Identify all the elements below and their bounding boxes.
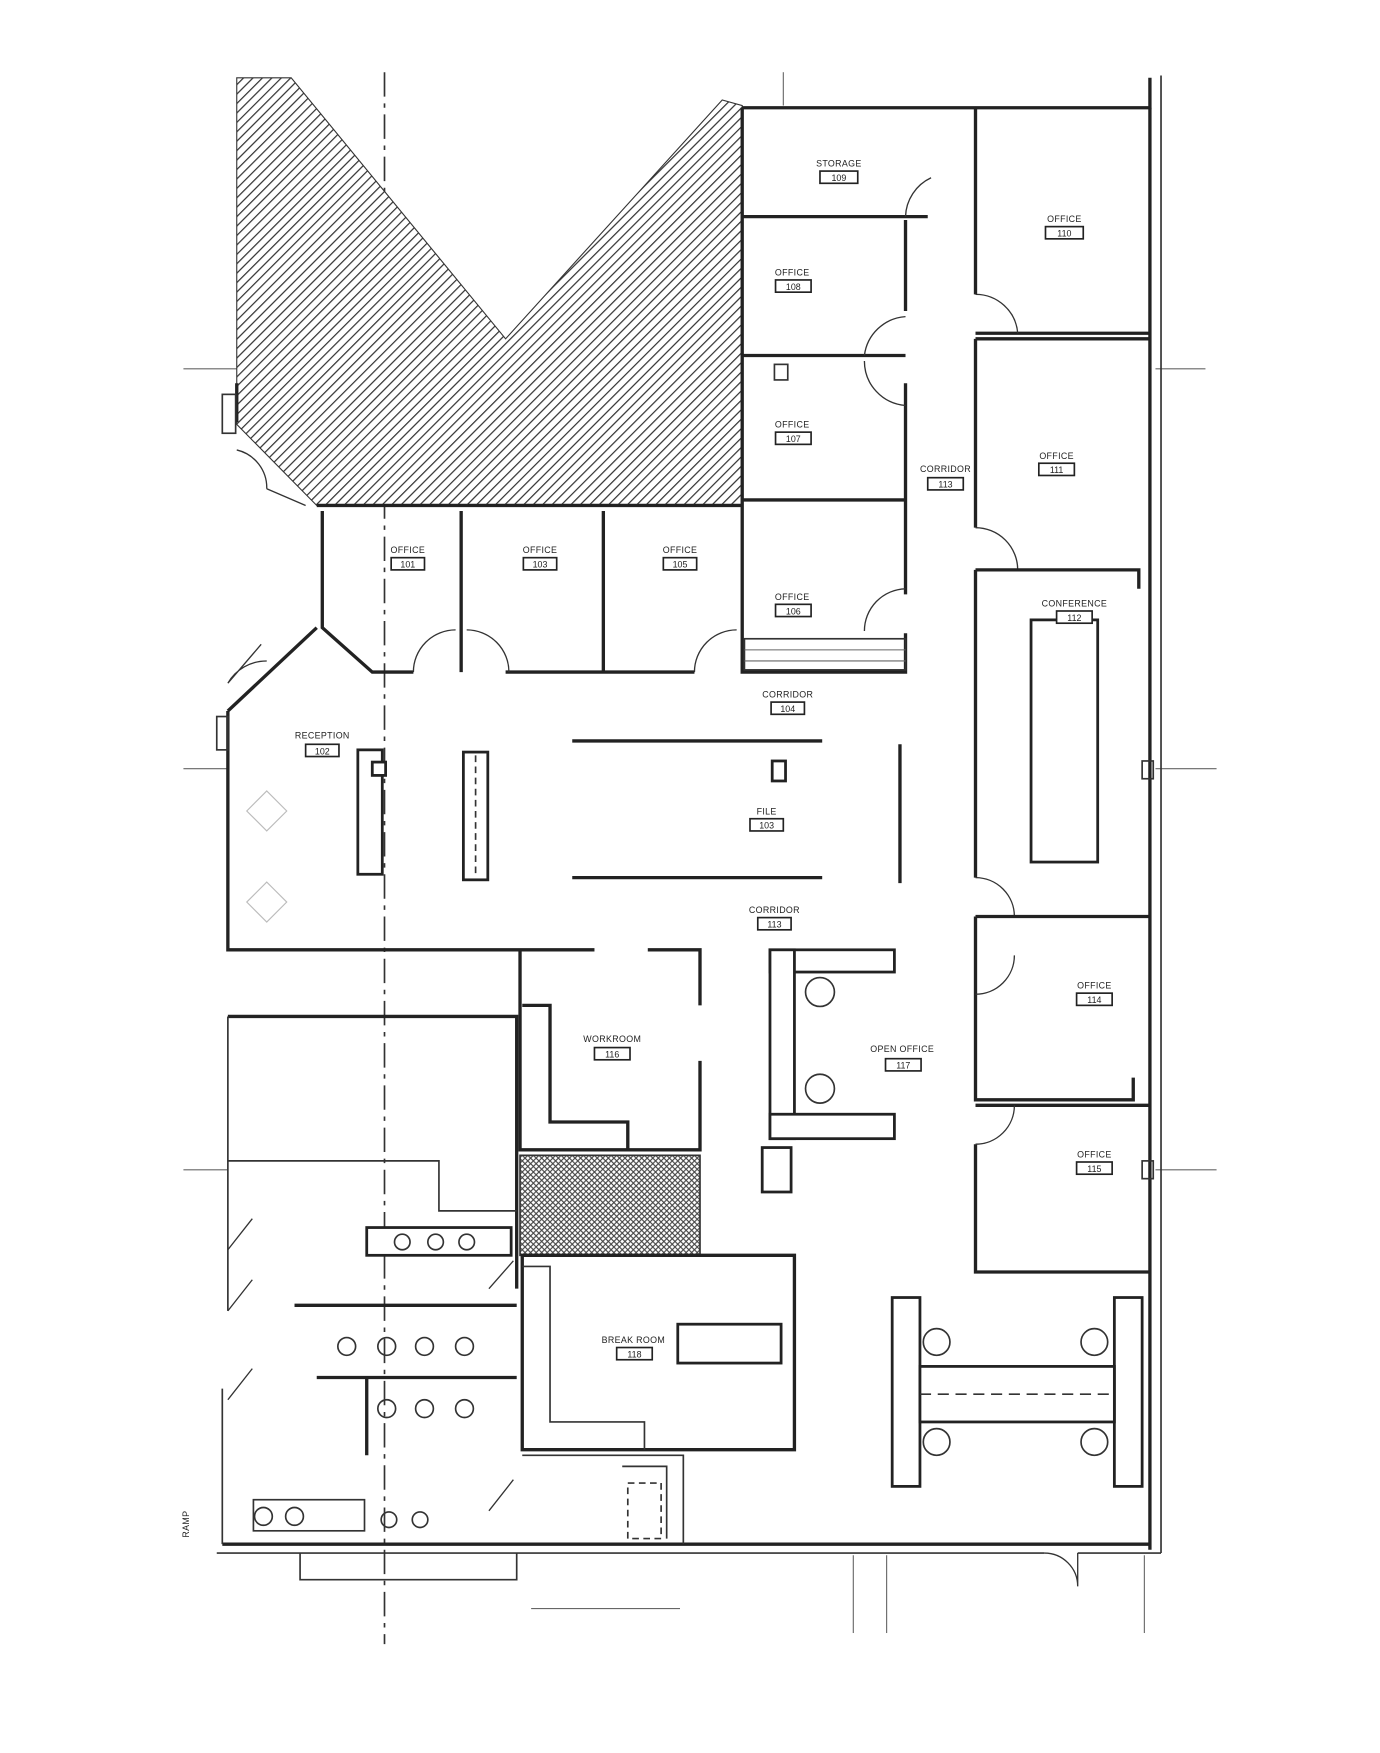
svg-text:103: 103 — [533, 560, 548, 570]
svg-text:CORRIDOR: CORRIDOR — [762, 690, 813, 700]
svg-text:101: 101 — [400, 560, 415, 570]
svg-text:113: 113 — [767, 920, 781, 930]
svg-text:CORRIDOR: CORRIDOR — [749, 905, 800, 915]
svg-text:113: 113 — [938, 480, 952, 490]
svg-text:OFFICE: OFFICE — [775, 268, 810, 278]
room-office-115: OFFICE 115 — [1075, 1150, 1113, 1176]
svg-text:110: 110 — [1057, 229, 1071, 239]
svg-text:106: 106 — [786, 606, 801, 616]
svg-text:CORRIDOR: CORRIDOR — [920, 464, 971, 474]
svg-text:111: 111 — [1050, 465, 1064, 475]
hatched-roof-area — [236, 77, 743, 507]
office-row — [316, 503, 743, 674]
svg-text:109: 109 — [831, 173, 846, 183]
open-office-workstation — [760, 948, 896, 1194]
room-office-row-3: OFFICE 105 — [662, 545, 698, 571]
svg-text:118: 118 — [627, 1350, 641, 1360]
room-office-108: OFFICE 108 — [774, 268, 812, 293]
break-room — [520, 1253, 797, 1545]
room-conference: CONFERENCE 112 — [1042, 599, 1107, 625]
svg-text:OPEN OFFICE: OPEN OFFICE — [870, 1044, 934, 1054]
svg-text:RECEPTION: RECEPTION — [295, 731, 350, 741]
svg-text:OFFICE: OFFICE — [523, 545, 558, 555]
svg-text:WORKROOM: WORKROOM — [583, 1034, 641, 1044]
right-offices — [973, 293, 1155, 1274]
svg-text:STORAGE: STORAGE — [816, 159, 862, 169]
svg-text:FILE: FILE — [757, 806, 777, 816]
office-column — [740, 107, 978, 674]
ramp-label: RAMP — [181, 1511, 191, 1538]
room-open-office: OPEN OFFICE 117 — [870, 1044, 934, 1072]
reception-furniture — [215, 393, 902, 923]
room-office-114: OFFICE 114 — [1075, 981, 1113, 1007]
svg-text:107: 107 — [786, 434, 801, 444]
svg-text:102: 102 — [315, 746, 330, 756]
svg-text:OFFICE: OFFICE — [391, 545, 426, 555]
svg-text:115: 115 — [1087, 1164, 1101, 1174]
svg-text:114: 114 — [1087, 995, 1101, 1005]
hatched-area-small — [519, 1154, 701, 1257]
svg-text:OFFICE: OFFICE — [775, 420, 810, 430]
svg-text:112: 112 — [1067, 613, 1081, 623]
room-office-row-1: OFFICE 101 — [390, 545, 426, 571]
svg-text:104: 104 — [780, 704, 795, 714]
svg-text:OFFICE: OFFICE — [775, 592, 810, 602]
svg-text:OFFICE: OFFICE — [1077, 981, 1112, 991]
room-office-110: OFFICE 110 — [1044, 214, 1085, 240]
room-corridor-upper: CORRIDOR 113 — [920, 464, 971, 491]
room-corridor-104: CORRIDOR 104 — [762, 690, 813, 716]
room-labels: STORAGE 109 OFFICE 110 OFFICE 108 OFFICE 107… — [181, 159, 1113, 1538]
toilet-icons — [253, 1336, 475, 1529]
svg-text:OFFICE: OFFICE — [663, 545, 698, 555]
exterior-walls — [216, 75, 1162, 1581]
svg-text:OFFICE: OFFICE — [1077, 1150, 1112, 1160]
svg-text:OFFICE: OFFICE — [1039, 451, 1074, 461]
room-break-room: BREAK ROOM 118 — [602, 1335, 666, 1361]
workroom-walls — [518, 948, 702, 1152]
room-corridor-lower: CORRIDOR 113 — [749, 905, 800, 931]
room-workroom-116: WORKROOM 116 — [583, 1034, 641, 1061]
room-storage-109: STORAGE 109 — [816, 159, 862, 185]
svg-text:108: 108 — [786, 282, 801, 292]
workstation-cluster — [890, 1296, 1144, 1587]
room-reception-102: RECEPTION 102 — [295, 731, 350, 758]
svg-text:CONFERENCE: CONFERENCE — [1042, 599, 1107, 609]
svg-text:117: 117 — [896, 1061, 910, 1071]
room-office-row-2: OFFICE 103 — [522, 545, 558, 571]
room-office-111: OFFICE 111 — [1037, 451, 1076, 477]
svg-text:105: 105 — [673, 560, 688, 570]
room-office-106: OFFICE 106 — [774, 592, 812, 618]
svg-text:103: 103 — [759, 821, 774, 831]
room-office-107: OFFICE 107 — [774, 420, 812, 446]
room-file: FILE 103 — [749, 806, 785, 832]
svg-text:116: 116 — [605, 1050, 619, 1060]
restroom-block — [227, 1014, 519, 1532]
svg-text:OFFICE: OFFICE — [1047, 214, 1082, 224]
svg-text:BREAK ROOM: BREAK ROOM — [602, 1335, 666, 1345]
